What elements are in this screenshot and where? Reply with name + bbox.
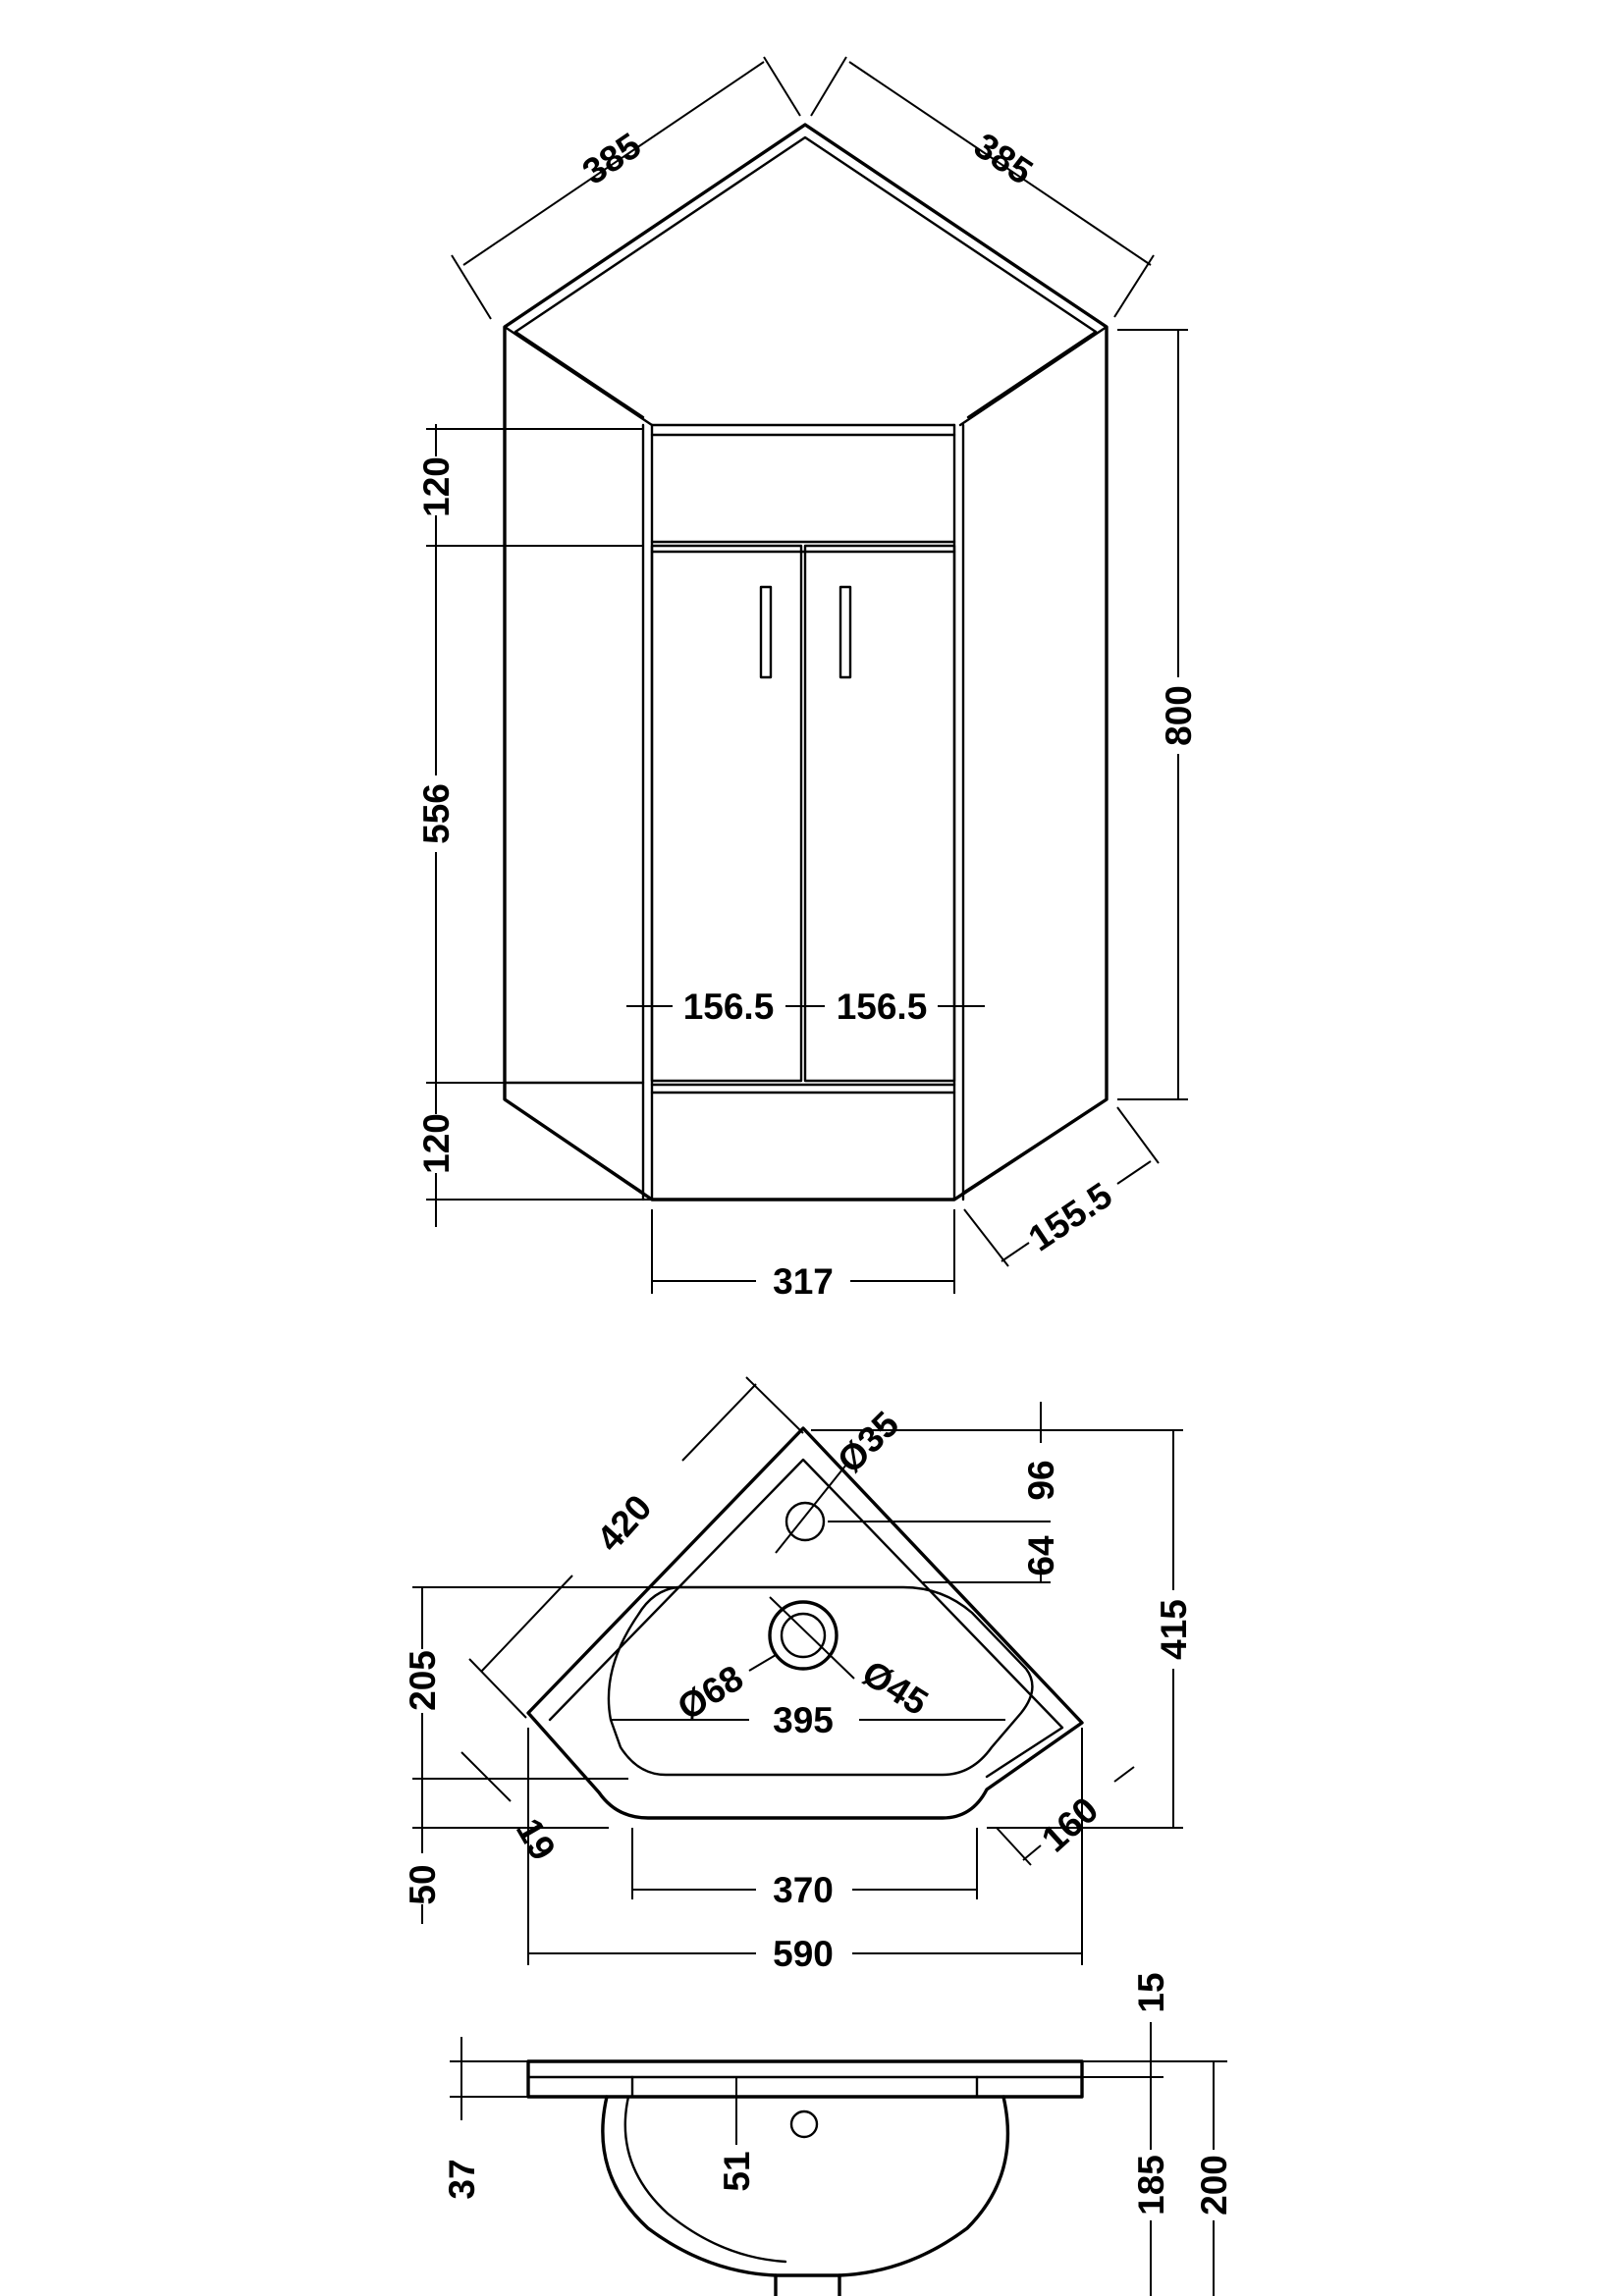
- cabinet-right-side-top-2: [966, 330, 1098, 419]
- dim-156-right-label: 156.5: [837, 987, 928, 1027]
- dim-160-line: [1022, 1766, 1135, 1861]
- overflow-hole[interactable]: [789, 2109, 819, 2139]
- cabinet-view: 385 385 120 556 120 800 156.5 156.5: [416, 56, 1199, 1302]
- plinth-left-diag: [503, 1097, 645, 1195]
- dim-415-label: 415: [1154, 1599, 1194, 1660]
- dim-590-label: 590: [773, 1934, 834, 1974]
- dim-15-label: 15: [1131, 1972, 1171, 2012]
- basin-rim-slab: [526, 2059, 1084, 2099]
- dim-385-right-line: [848, 61, 1152, 266]
- plinth-right-diag: [961, 1097, 1109, 1195]
- dim-50-label: 50: [403, 1864, 443, 1904]
- tap-hole-leader: [775, 1464, 847, 1554]
- cabinet-left-side-top-2: [514, 330, 645, 419]
- right-door-handle[interactable]: [839, 585, 852, 679]
- waste-outer-label: Ø68: [671, 1657, 750, 1728]
- dim-556-label: 556: [416, 783, 457, 844]
- dim-800-label: 800: [1159, 685, 1199, 746]
- dim-155-label: 155.5: [1021, 1175, 1119, 1259]
- basin-plan-view: 420 Ø35 96 64 415 205 50 Ø68 Ø45 395 19: [403, 1376, 1194, 1974]
- dim-385-right-ext-a: [810, 56, 847, 117]
- cabinet-left-side-top: [503, 325, 654, 427]
- dim-420-label: 420: [589, 1487, 660, 1559]
- waste-inner: [780, 1612, 827, 1659]
- basin-bowl-inner: [623, 2095, 787, 2264]
- dim-120-bottom-label: 120: [416, 1113, 457, 1174]
- dim-370-label: 370: [773, 1870, 834, 1910]
- dim-205-label: 205: [403, 1650, 443, 1711]
- dim-120-top-label: 120: [416, 456, 457, 517]
- dim-51-label: 51: [717, 2151, 757, 2191]
- dim-395-label: 395: [773, 1700, 834, 1740]
- cabinet-top-inner-edge: [514, 135, 1098, 334]
- basin-bowl: [607, 1585, 1034, 1777]
- dim-160-label: 160: [1034, 1789, 1106, 1860]
- dim-385-left-ext-b: [763, 56, 801, 117]
- dim-96-label: 96: [1021, 1460, 1061, 1500]
- dim-19-label: 19: [509, 1812, 564, 1867]
- dim-37-label: 37: [442, 2159, 482, 2199]
- dim-420-ext-a: [468, 1658, 527, 1719]
- dim-155-ext-a: [963, 1208, 1009, 1267]
- dim-185-label: 185: [1131, 2155, 1171, 2216]
- dim-420-ext-b: [745, 1376, 804, 1434]
- waste-outer[interactable]: [768, 1600, 839, 1671]
- dim-160-ext: [996, 1827, 1032, 1866]
- waste-spigot[interactable]: [774, 2273, 841, 2296]
- basin-bowl-profile: [601, 2095, 1010, 2277]
- dim-385-left-ext-a: [451, 254, 492, 320]
- basin-side-view: 15 37 51 185 200: [442, 1972, 1234, 2296]
- dim-64-label: 64: [1021, 1535, 1061, 1576]
- dim-317-label: 317: [773, 1261, 834, 1302]
- dim-156-left-label: 156.5: [683, 987, 775, 1027]
- dim-155-ext-b: [1116, 1106, 1160, 1164]
- basin-outline: [526, 1426, 1084, 1820]
- tap-hole[interactable]: [784, 1501, 826, 1542]
- dim-385-left-line: [462, 61, 765, 266]
- waste-inner-label: Ø45: [855, 1652, 935, 1723]
- dim-200-label: 200: [1194, 2155, 1234, 2216]
- left-door[interactable]: [650, 544, 803, 1083]
- left-door-handle[interactable]: [759, 585, 773, 679]
- cabinet-right-side-top: [958, 325, 1109, 427]
- basin-inner-rim: [548, 1458, 1064, 1779]
- waste-leader: [748, 1596, 855, 1680]
- dim-155-line: [1001, 1160, 1152, 1262]
- right-door[interactable]: [803, 544, 956, 1083]
- dim-420-line: [480, 1383, 757, 1673]
- dim-385-right-ext-b: [1113, 254, 1155, 318]
- dim-19-line: [460, 1751, 512, 1802]
